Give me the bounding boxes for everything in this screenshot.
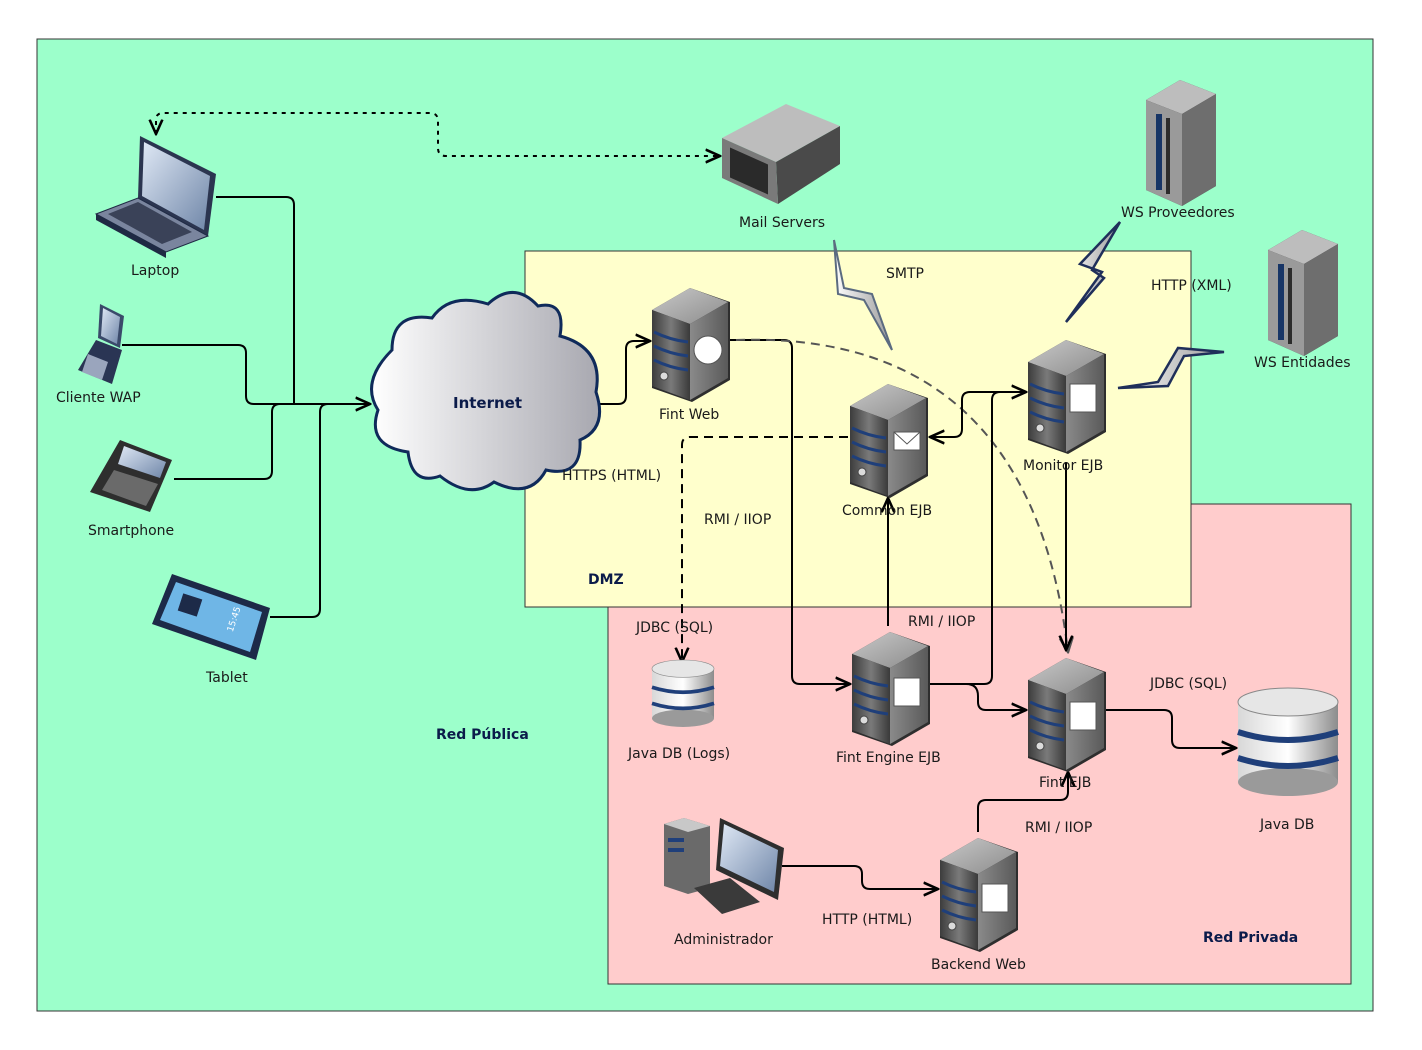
wap-link xyxy=(122,344,370,404)
java-db-label: Java DB xyxy=(1259,817,1314,833)
globe-icon xyxy=(693,335,723,365)
backend-fintejb-link xyxy=(977,772,1068,832)
fint-web-label: Fint Web xyxy=(659,407,719,423)
internet-label: Internet xyxy=(453,394,522,412)
tablet-label: Tablet xyxy=(205,670,248,686)
java-db-icon xyxy=(1238,688,1338,796)
tablet-icon: 15:45 xyxy=(152,574,270,660)
backend-web-label: Backend Web xyxy=(931,957,1026,973)
admin-backend-link xyxy=(782,865,938,889)
ws-entidades-label: WS Entidades xyxy=(1254,355,1351,371)
laptop-icon xyxy=(94,136,216,258)
ws-entidades-lightning-icon xyxy=(1117,346,1225,390)
ws-proveedores-label: WS Proveedores xyxy=(1121,205,1235,221)
laptop-label: Laptop xyxy=(131,263,179,279)
red-privada-label: Red Privada xyxy=(1203,930,1298,946)
fint-ejb-label: Fint EJB xyxy=(1039,775,1091,791)
fint-engine-label: Fint Engine EJB xyxy=(836,750,941,766)
wap-label: Cliente WAP xyxy=(56,390,141,406)
engine-firewall-icon xyxy=(893,677,921,707)
ws-proveedores-lightning-icon xyxy=(1064,221,1122,323)
wap-phone-icon xyxy=(78,304,124,384)
dmz-label: DMZ xyxy=(588,572,624,588)
envelope-flap-icon xyxy=(893,431,921,445)
rmi-iiop-label-1: RMI / IIOP xyxy=(704,512,771,528)
red-publica-label: Red Pública xyxy=(436,727,529,743)
jdbc-sql-label-2: JDBC (SQL) xyxy=(1149,676,1227,692)
ws-proveedores-rack-icon xyxy=(1146,80,1216,206)
monitor-ejb-label: Monitor EJB xyxy=(1023,458,1103,474)
laptop-mail-link xyxy=(156,112,720,156)
administrador-label: Administrador xyxy=(674,932,773,948)
rmi-iiop-label-3: RMI / IIOP xyxy=(1025,820,1092,836)
fint-ejb-firewall-icon xyxy=(1069,701,1097,731)
internet-fintweb-link xyxy=(598,341,650,405)
ws-entidades-rack-icon xyxy=(1268,230,1338,356)
http-html-label: HTTP (HTML) xyxy=(822,912,912,928)
smartphone-link xyxy=(174,403,281,480)
firewall-icon xyxy=(1069,383,1097,413)
administrator-workstation-icon xyxy=(664,818,784,914)
http-xml-label: HTTP (XML) xyxy=(1151,278,1232,294)
java-db-logs-label: Java DB (Logs) xyxy=(627,746,730,762)
engine-fintejb-link xyxy=(965,683,1026,710)
smartphone-label: Smartphone xyxy=(88,523,174,539)
mail-servers-label: Mail Servers xyxy=(739,215,825,231)
java-db-logs-icon xyxy=(650,658,716,729)
smtp-lightning-icon xyxy=(833,239,893,351)
internet-cloud-icon xyxy=(370,291,601,492)
engine-monitor-link xyxy=(930,391,1001,685)
mail-server-icon xyxy=(722,104,840,204)
common-monitor-link xyxy=(930,392,1026,437)
jdbc-sql-label-1: JDBC (SQL) xyxy=(635,620,713,636)
laptop-link xyxy=(216,196,295,404)
envelope-icon xyxy=(893,431,921,451)
smtp-label: SMTP xyxy=(886,266,924,282)
rmi-iiop-label-2: RMI / IIOP xyxy=(908,614,975,630)
fintejb-javadb-link xyxy=(1106,709,1236,748)
common-ejb-label: Common EJB xyxy=(842,503,932,519)
backend-firewall-icon xyxy=(981,883,1009,913)
https-label: HTTPS (HTML) xyxy=(562,468,661,484)
smartphone-icon xyxy=(90,440,172,512)
tablet-link xyxy=(270,403,329,618)
common-logs-link xyxy=(682,436,848,662)
